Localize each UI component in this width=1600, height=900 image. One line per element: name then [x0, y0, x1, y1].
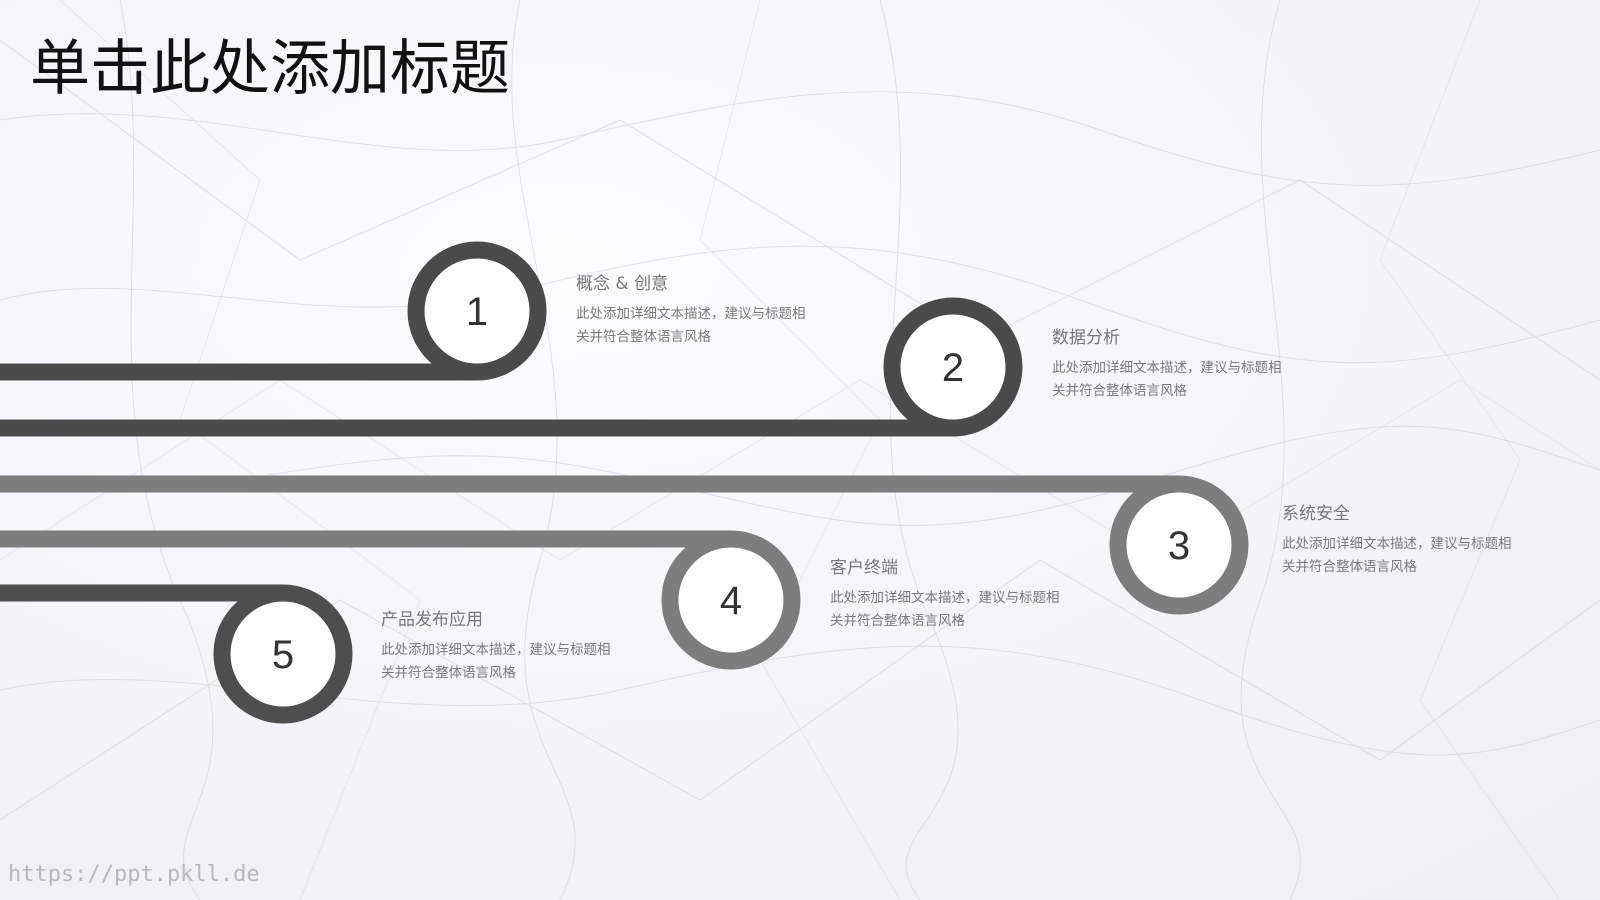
step-2-ring	[883, 297, 1023, 437]
step-5-number: 5	[272, 633, 294, 677]
step-3-node[interactable]: 3	[1109, 475, 1249, 615]
step-2-number: 2	[942, 346, 964, 390]
step-1-number: 1	[466, 290, 488, 334]
step-2-text: 数据分析 此处添加详细文本描述，建议与标题相关并符合整体语言风格	[1052, 326, 1312, 403]
watermark-url: https://ppt.pkll.de	[8, 862, 260, 887]
step-5-text: 产品发布应用 此处添加详细文本描述，建议与标题相关并符合整体语言风格	[381, 608, 641, 685]
step-1-text: 概念 & 创意 此处添加详细文本描述，建议与标题相关并符合整体语言风格	[576, 272, 836, 349]
step-4-number: 4	[720, 579, 742, 623]
step-3-ring	[1109, 475, 1249, 615]
step-5-node[interactable]: 5	[213, 584, 353, 724]
step-1-node[interactable]: 1	[407, 241, 547, 381]
step-4-text: 客户终端 此处添加详细文本描述，建议与标题相关并符合整体语言风格	[830, 556, 1090, 633]
step-2-heading[interactable]: 数据分析	[1052, 328, 1120, 348]
step-4-ring	[661, 530, 801, 670]
step-3-text: 系统安全 此处添加详细文本描述，建议与标题相关并符合整体语言风格	[1282, 502, 1542, 579]
step-3-number: 3	[1168, 524, 1190, 568]
page-title[interactable]: 单击此处添加标题	[30, 34, 510, 104]
step-4-description[interactable]: 此处添加详细文本描述，建议与标题相关并符合整体语言风格	[830, 590, 1060, 629]
step-1-ring	[407, 241, 547, 381]
step-3-heading[interactable]: 系统安全	[1282, 504, 1350, 524]
step-5-description[interactable]: 此处添加详细文本描述，建议与标题相关并符合整体语言风格	[381, 642, 611, 681]
step-2-node[interactable]: 2	[883, 297, 1023, 437]
step-4-node[interactable]: 4	[661, 530, 801, 670]
step-5-heading[interactable]: 产品发布应用	[381, 610, 483, 630]
step-1-heading[interactable]: 概念 & 创意	[576, 274, 669, 294]
step-1-description[interactable]: 此处添加详细文本描述，建议与标题相关并符合整体语言风格	[576, 306, 806, 345]
step-4-heading[interactable]: 客户终端	[830, 558, 898, 578]
step-3-description[interactable]: 此处添加详细文本描述，建议与标题相关并符合整体语言风格	[1282, 536, 1512, 575]
step-2-description[interactable]: 此处添加详细文本描述，建议与标题相关并符合整体语言风格	[1052, 360, 1282, 399]
step-5-ring	[213, 584, 353, 724]
